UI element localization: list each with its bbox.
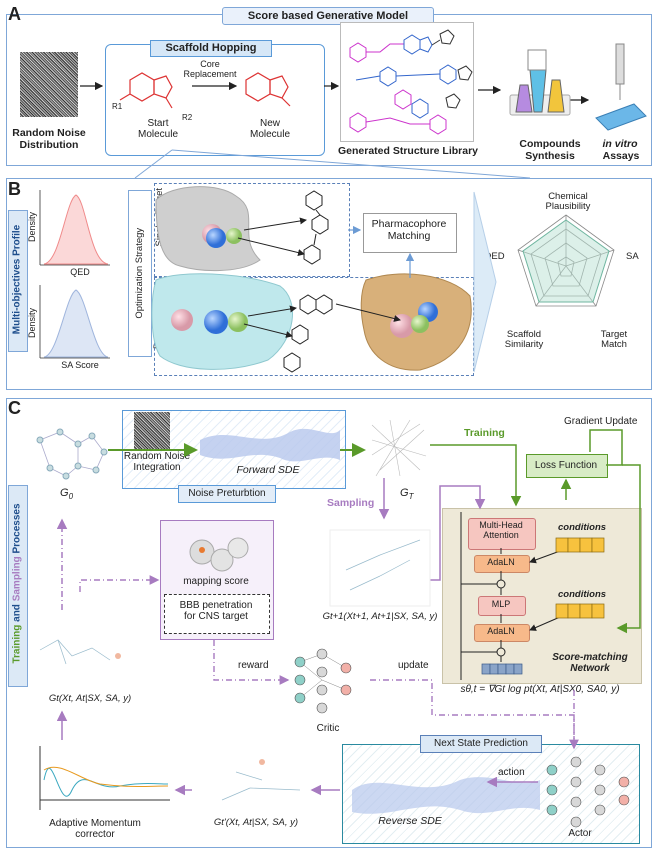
g0-sub: 0 — [68, 492, 74, 502]
conditions-label-1: conditions — [558, 522, 607, 533]
reverse-sde-label: Reverse SDE — [378, 815, 442, 827]
score-formula: sθ,t = ∇Gt log pt(Xt, At|SX0, SA0, y) — [460, 684, 620, 695]
multi-head-box — [468, 518, 536, 550]
g0-label: G0 — [60, 487, 73, 502]
random-noise-integration-label: Random Noise Integration — [123, 451, 191, 473]
start-molecule-label: Start Molecule — [137, 118, 179, 140]
adaln-box-1 — [474, 555, 530, 573]
momentum-label: Adaptive Momentum corrector — [49, 818, 141, 840]
assay-plate — [595, 43, 647, 131]
radar-scaffold-label: Scaffold Similarity — [504, 329, 544, 351]
adaln-label-1: AdaLN — [487, 557, 515, 567]
gt-prime-formula: Gt'(Xt, At|SX, SA, y) — [213, 817, 299, 828]
radar-target-label: Target Match — [600, 329, 628, 351]
conditions-label-2: conditions — [558, 589, 607, 600]
gradient-update-label: Gradient Update — [564, 416, 638, 427]
gt-sub: T — [408, 492, 414, 502]
new-molecule-label: New Molecule — [249, 118, 291, 140]
update-label: update — [398, 660, 429, 671]
flasks — [509, 49, 571, 116]
sa-density — [39, 285, 110, 359]
actor-label: Actor — [568, 828, 592, 839]
sa-axis-label: SA Score — [61, 360, 99, 370]
qed-axis-label: QED — [70, 267, 90, 277]
loss-function-box — [526, 454, 608, 478]
multi-head-label: Multi-Head Attention — [479, 520, 523, 540]
pharmacophore-box — [363, 213, 457, 253]
panel-a-letter: A — [8, 4, 21, 24]
critic-label: Critic — [316, 723, 340, 734]
forward-sde-label: Forward SDE — [236, 464, 300, 476]
panel-a-title: Score based Generative Model — [222, 7, 434, 25]
g0-text: G — [60, 487, 69, 499]
core-replacement-label: Core Replacement — [183, 59, 237, 79]
random-noise-label: Random Noise Distribution — [12, 127, 86, 151]
next-state-label: Next State Prediction — [420, 735, 542, 753]
score-network-label: Score-matching Network — [552, 652, 628, 674]
gt-text: G — [400, 487, 409, 499]
r1-label: R1 — [112, 102, 123, 111]
random-noise-image — [20, 52, 78, 117]
multi-objectives-side — [8, 210, 28, 352]
synthesis-label: Compounds Synthesis — [519, 138, 581, 162]
panel-b-letter: B — [8, 179, 21, 199]
reward-label: reward — [238, 660, 269, 671]
mlp-box — [478, 596, 526, 616]
r2-label: R2 — [182, 113, 193, 122]
radar-sa-label: SA — [626, 251, 639, 262]
noise-square-c — [134, 412, 170, 450]
g0-graph — [39, 431, 105, 477]
radar-chemical-label: Chemical Plausibility — [545, 191, 591, 213]
in-vitro-label: in vitro — [602, 138, 638, 150]
radar-qed-label: QED — [484, 251, 505, 262]
bbb-label: BBB penetration for CNS target — [179, 600, 253, 622]
gt1-formula: Gt+1(Xt+1, At+1|SX, SA, y) — [322, 611, 438, 622]
momentum-plot — [39, 746, 170, 810]
mlp-label: MLP — [491, 599, 511, 609]
optimization-strategy-box — [128, 190, 152, 357]
gt-formula: Gt(Xt, At|SX, SA, y) — [48, 693, 132, 704]
loss-function-label: Loss Function — [534, 460, 598, 471]
gt-label: GT — [400, 487, 413, 502]
pharmacophore-label: Pharmacophore Matching — [371, 218, 447, 242]
scaffold-hopping-title: Scaffold Hopping — [150, 40, 272, 57]
library-label: Generated Structure Library — [337, 145, 479, 157]
panel-c-letter: C — [8, 398, 21, 418]
adaln-label-2: AdaLN — [487, 626, 515, 636]
sampling-label: Sampling — [327, 497, 375, 509]
training-sampling-side — [8, 485, 28, 687]
qed-density — [39, 190, 110, 266]
mapping-score-label: mapping score — [183, 576, 249, 587]
adaln-box-2 — [474, 624, 530, 642]
action-label: action — [498, 767, 525, 778]
assays-label: Assays — [602, 150, 640, 162]
bbb-box — [164, 594, 270, 634]
training-label: Training — [464, 427, 505, 439]
noise-perturbation-label: Noise Preturbtion — [178, 485, 276, 503]
